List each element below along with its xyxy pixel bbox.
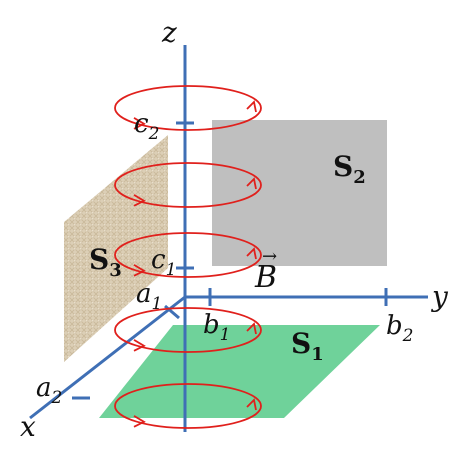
field-vector-arrow: → [262,246,277,267]
loop-arrow-front-5 [133,415,146,428]
loop-arrow-back-1 [246,100,257,113]
surface-label-s2: S2 [333,150,366,188]
y-axis-label: y [430,280,449,313]
surface-s1 [99,325,380,418]
field-loop-4 [114,307,262,353]
field-label-b: B [254,260,277,295]
loop-arrow-back-5 [246,398,257,411]
tick-label-b1: b1 [203,310,230,345]
z-axis-label: z [161,16,177,49]
loop-arrow-back-4 [246,322,257,335]
tick-label-a1: a1 [136,279,162,314]
field-loop-1 [114,85,262,131]
field-loop-3 [114,232,262,278]
field-loop-2 [114,162,262,208]
loop-arrow-front-3 [133,264,146,277]
tick-label-c2: c2 [134,109,159,144]
tick-label-c1: c1 [151,245,176,280]
loop-arrow-back-3 [246,247,257,260]
field-loops [114,85,262,429]
field-loop-5 [114,383,262,429]
surface-s3 [64,135,168,362]
tick-label-a2: a2 [36,373,62,408]
surface-s2 [212,120,387,266]
surface-label-s3: S3 [89,243,122,281]
loop-arrow-front-2 [133,194,146,207]
x-axis [29,295,186,420]
loop-arrow-front-1 [133,117,146,130]
loop-arrow-front-4 [133,339,146,352]
loop-arrow-back-2 [246,177,257,190]
x-axis-label: x [20,410,36,443]
surface-label-s1: S1 [291,327,324,365]
tick-label-b2: b2 [386,311,413,346]
